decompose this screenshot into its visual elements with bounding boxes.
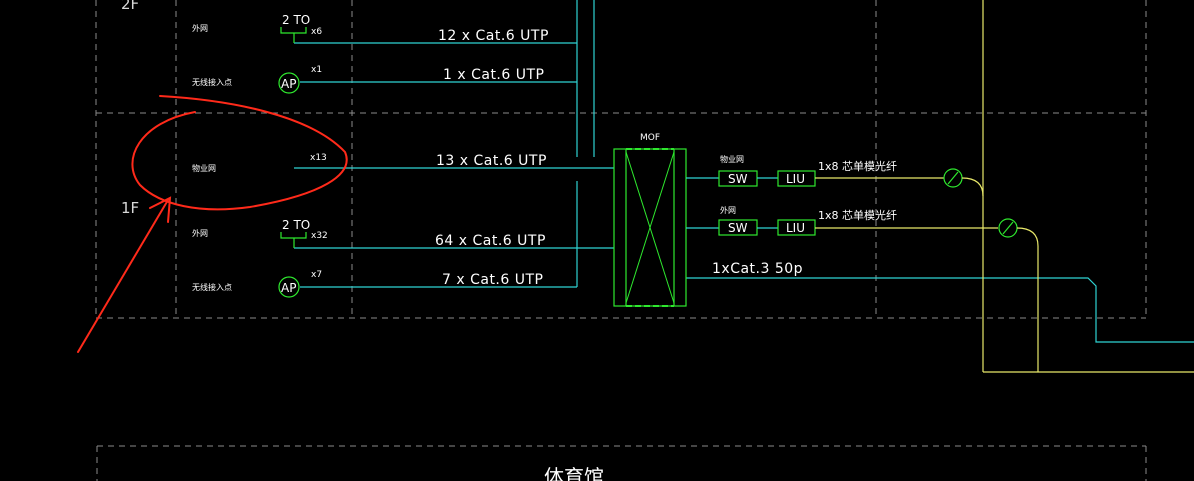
fiber-label: 1x8 芯单模光纤 [818,208,897,222]
system-label: 无线接入点 [192,282,232,292]
arrow-head [149,196,172,223]
cable-label: 64 x Cat.6 UTP [435,233,546,249]
outlet-label: 2 TO [282,13,310,27]
row-2f-lan: 外网 2 TO x6 12 x Cat.6 UTP [192,13,549,44]
network-label: 外网 [720,205,736,215]
outlet-count: x6 [311,27,322,37]
voice-cable-label: 1xCat.3 50p [712,261,803,277]
ap-label: AP [281,77,296,91]
switch-label: SW [728,221,748,235]
cable-label: 7 x Cat.6 UTP [442,272,544,288]
system-label: 无线接入点 [192,77,232,87]
row-1f-lan: 外网 2 TO x32 64 x Cat.6 UTP [192,218,546,249]
mof-label: MOF [640,133,660,143]
access-point-icon: AP [278,72,300,94]
telecom-outlet-icon: 2 TO [280,13,310,43]
ap-label: AP [281,281,296,295]
liu-label: LIU [786,172,805,186]
system-label: 外网 [192,228,208,238]
outlet-count: x32 [311,231,328,241]
building-label: 体育馆 [544,465,604,481]
access-point-icon: AP [278,276,300,298]
ap-count: x7 [311,270,322,280]
floor-label-1f: 1F [121,199,139,217]
telecom-outlet-icon: 2 TO [280,218,310,248]
liu-label: LIU [786,221,805,235]
ap-count: x1 [311,65,322,75]
system-label: 外网 [192,23,208,33]
fiber-risers [961,0,1194,373]
row-1f-wifi: 无线接入点 AP x7 7 x Cat.6 UTP [192,270,544,298]
cable-label: 13 x Cat.6 UTP [436,153,547,169]
markup-annotation [77,95,348,353]
switch-label: SW [728,172,748,186]
cable-label: 12 x Cat.6 UTP [438,28,549,44]
grid-frame [95,0,1147,481]
network-label: 物业网 [720,154,744,164]
system-label: 物业网 [192,163,216,173]
row-2f-wifi: 无线接入点 AP x1 1 x Cat.6 UTP [192,65,545,94]
arrow-shaft [77,199,169,353]
fiber-label: 1x8 芯单模光纤 [818,159,897,173]
highlight-circle [131,95,348,211]
output-external-network: 外网 SW LIU 1x8 芯单模光纤 [686,205,1018,238]
outlet-count: x13 [310,153,327,163]
row-1f-property: 物业网 x13 13 x Cat.6 UTP [192,153,547,173]
copper-backbone [294,0,1194,343]
output-property-network: 物业网 SW LIU 1x8 芯单模光纤 [686,154,963,188]
floor-label-2f: 2F [121,0,139,13]
cable-label: 1 x Cat.6 UTP [443,67,545,83]
outlet-label: 2 TO [282,218,310,232]
mof-rack: MOF [613,133,687,307]
